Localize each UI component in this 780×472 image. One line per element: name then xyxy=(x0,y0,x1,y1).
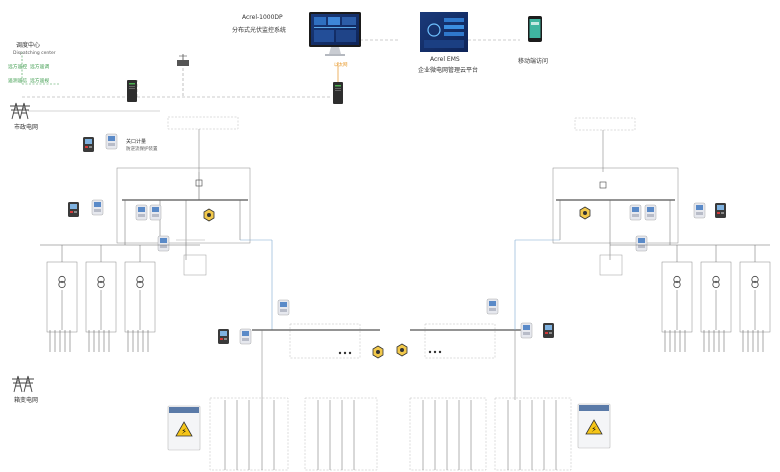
right-dashed-box xyxy=(574,117,636,131)
dispatch-item-2: 远方遥调 xyxy=(30,65,50,70)
dispatch-title: 调度中心 xyxy=(16,42,41,49)
center-left-dashed xyxy=(289,323,361,359)
left-outputs xyxy=(49,330,149,352)
pv-inverter-left xyxy=(167,405,201,451)
platform2-title: Acrel EMS xyxy=(430,56,460,63)
dispatch-subtitle: Dispatching center xyxy=(13,51,56,56)
left-bay-meter-2 xyxy=(149,204,162,221)
left-feeder-3 xyxy=(124,245,156,333)
left-bay-meter xyxy=(135,204,148,221)
gateway-center xyxy=(333,82,343,104)
platform1-title: Acrel-1000DP xyxy=(242,14,283,21)
center-protection-2 xyxy=(239,328,252,345)
mobile-phone xyxy=(528,16,542,42)
dispatch-center xyxy=(21,52,60,85)
lv-branches xyxy=(224,400,557,470)
protection-device xyxy=(68,202,79,217)
right-bay-meter xyxy=(629,204,642,221)
right-bay-meter-2 xyxy=(644,204,657,221)
protection-device-2 xyxy=(91,199,104,216)
dispatch-item-1: 远方遥控 xyxy=(8,65,28,70)
metering-meter xyxy=(83,137,94,152)
right-meter-3 xyxy=(635,235,648,252)
metering-meter-2 xyxy=(105,133,118,150)
left-substation-box xyxy=(116,167,251,244)
metering-sub: 防逆流保护装置 xyxy=(126,147,158,152)
right-nut-icon xyxy=(579,206,591,220)
center-protection-4 xyxy=(543,323,554,338)
local-tower-icon xyxy=(11,375,25,393)
center-right-nut-icon xyxy=(396,343,408,357)
right-substation-box xyxy=(552,167,679,244)
platform2-subtitle: 企业微电网管理云平台 xyxy=(418,67,479,74)
center-left-nut-icon xyxy=(372,345,384,359)
link-label: 以太网 xyxy=(334,63,348,68)
left-meter-3 xyxy=(157,235,170,252)
center-right-dashed xyxy=(424,323,496,359)
metering-label: 关口计量 xyxy=(126,139,147,145)
left-nut-icon xyxy=(203,208,215,222)
mobile-label: 移动端访问 xyxy=(518,58,549,65)
center-dots xyxy=(338,350,442,355)
center-left-meter xyxy=(277,299,290,316)
platform1-subtitle: 分布式光伏监控系统 xyxy=(232,27,287,34)
right-feeder-3 xyxy=(739,245,771,333)
dispatch-item-3: 遥测遥信 xyxy=(8,79,28,84)
gateway-left xyxy=(127,80,137,102)
scada-monitor xyxy=(309,12,361,56)
pv-inverter-right xyxy=(577,403,611,449)
left-feeder-2 xyxy=(85,245,117,333)
center-right-meter xyxy=(486,298,499,315)
dispatch-item-4: 远方遥视 xyxy=(30,79,50,84)
right-feeder-1 xyxy=(661,245,693,333)
left-dashed-box xyxy=(167,116,239,130)
right-protection-device-2 xyxy=(715,203,726,218)
center-protection-1 xyxy=(218,329,229,344)
right-feeder-2 xyxy=(700,245,732,333)
right-outputs xyxy=(664,330,764,352)
center-protection-3 xyxy=(520,322,533,339)
local-tower-icon-2 xyxy=(21,375,35,393)
transformer-label: 箱变电网 xyxy=(14,397,39,404)
grid-label: 市政电网 xyxy=(14,124,39,131)
lv-panels xyxy=(209,397,572,471)
ems-monitor xyxy=(420,12,468,52)
left-feeder-1 xyxy=(46,245,78,333)
antenna-icon xyxy=(177,54,189,66)
right-protection-device xyxy=(693,202,706,219)
